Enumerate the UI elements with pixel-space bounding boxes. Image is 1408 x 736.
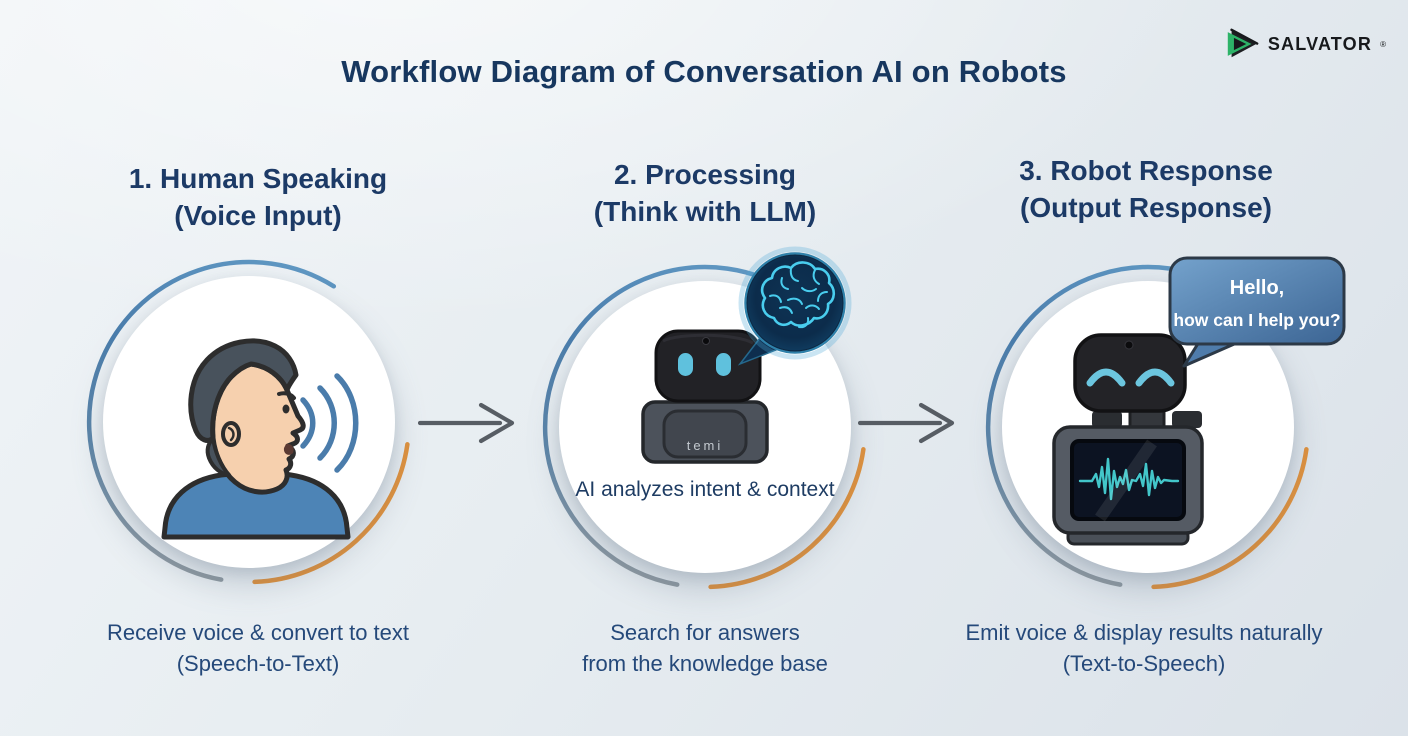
robot-brand-label: temi bbox=[687, 438, 724, 453]
man-speaking-icon bbox=[161, 338, 359, 540]
flow-arrow-1-icon bbox=[418, 402, 515, 444]
page-title: Workflow Diagram of Conversation AI on R… bbox=[341, 54, 1067, 89]
step-1-gradient-ring bbox=[86, 259, 410, 585]
speech-bubble-line2: how can I help you? bbox=[1173, 310, 1340, 330]
audio-waveform-icon bbox=[1078, 457, 1180, 501]
speech-bubble-line1: Hello, bbox=[1230, 277, 1284, 299]
flow-arrow-2-icon bbox=[858, 402, 955, 444]
brand-name: SALVATOR bbox=[1267, 33, 1373, 54]
speech-bubble: Hello, how can I help you? bbox=[1168, 256, 1346, 368]
brain-icon bbox=[760, 261, 836, 329]
camera-dot-icon bbox=[1124, 340, 1134, 350]
registered-mark: ® bbox=[1380, 39, 1386, 49]
step-3-heading: 3. Robot Response (Output Response) bbox=[1019, 155, 1273, 223]
robot-head bbox=[1073, 333, 1187, 413]
hair bbox=[188, 338, 299, 443]
happy-eyes-icon bbox=[1086, 368, 1175, 387]
step-3-gradient-ring bbox=[985, 264, 1309, 590]
step-1-caption: Receive voice & convert to text (Speech-… bbox=[106, 620, 410, 676]
step-2-gradient-ring bbox=[542, 264, 866, 590]
step-1-heading: 1. Human Speaking (Voice Input) bbox=[128, 163, 388, 231]
step-3-caption: Emit voice & display results naturally (… bbox=[965, 620, 1323, 676]
brain-thought-bubble-icon bbox=[737, 246, 852, 366]
robot-head bbox=[654, 329, 762, 403]
step-2-caption: Search for answers from the knowledge ba… bbox=[582, 620, 828, 676]
robot-response-icon bbox=[1052, 333, 1204, 546]
camera-dot-icon bbox=[702, 337, 710, 345]
play-triangle-icon bbox=[1227, 28, 1259, 58]
brand-logo: SALVATOR ® bbox=[1224, 26, 1386, 62]
sound-wave-arcs-icon bbox=[300, 373, 359, 473]
robot-right-eye bbox=[716, 353, 731, 376]
step-2-inner-note: AI analyzes intent & context bbox=[575, 478, 835, 501]
robot-left-eye bbox=[678, 353, 693, 376]
step-2-heading: 2. Processing (Think with LLM) bbox=[593, 159, 817, 227]
temi-robot-icon: temi bbox=[641, 329, 769, 464]
